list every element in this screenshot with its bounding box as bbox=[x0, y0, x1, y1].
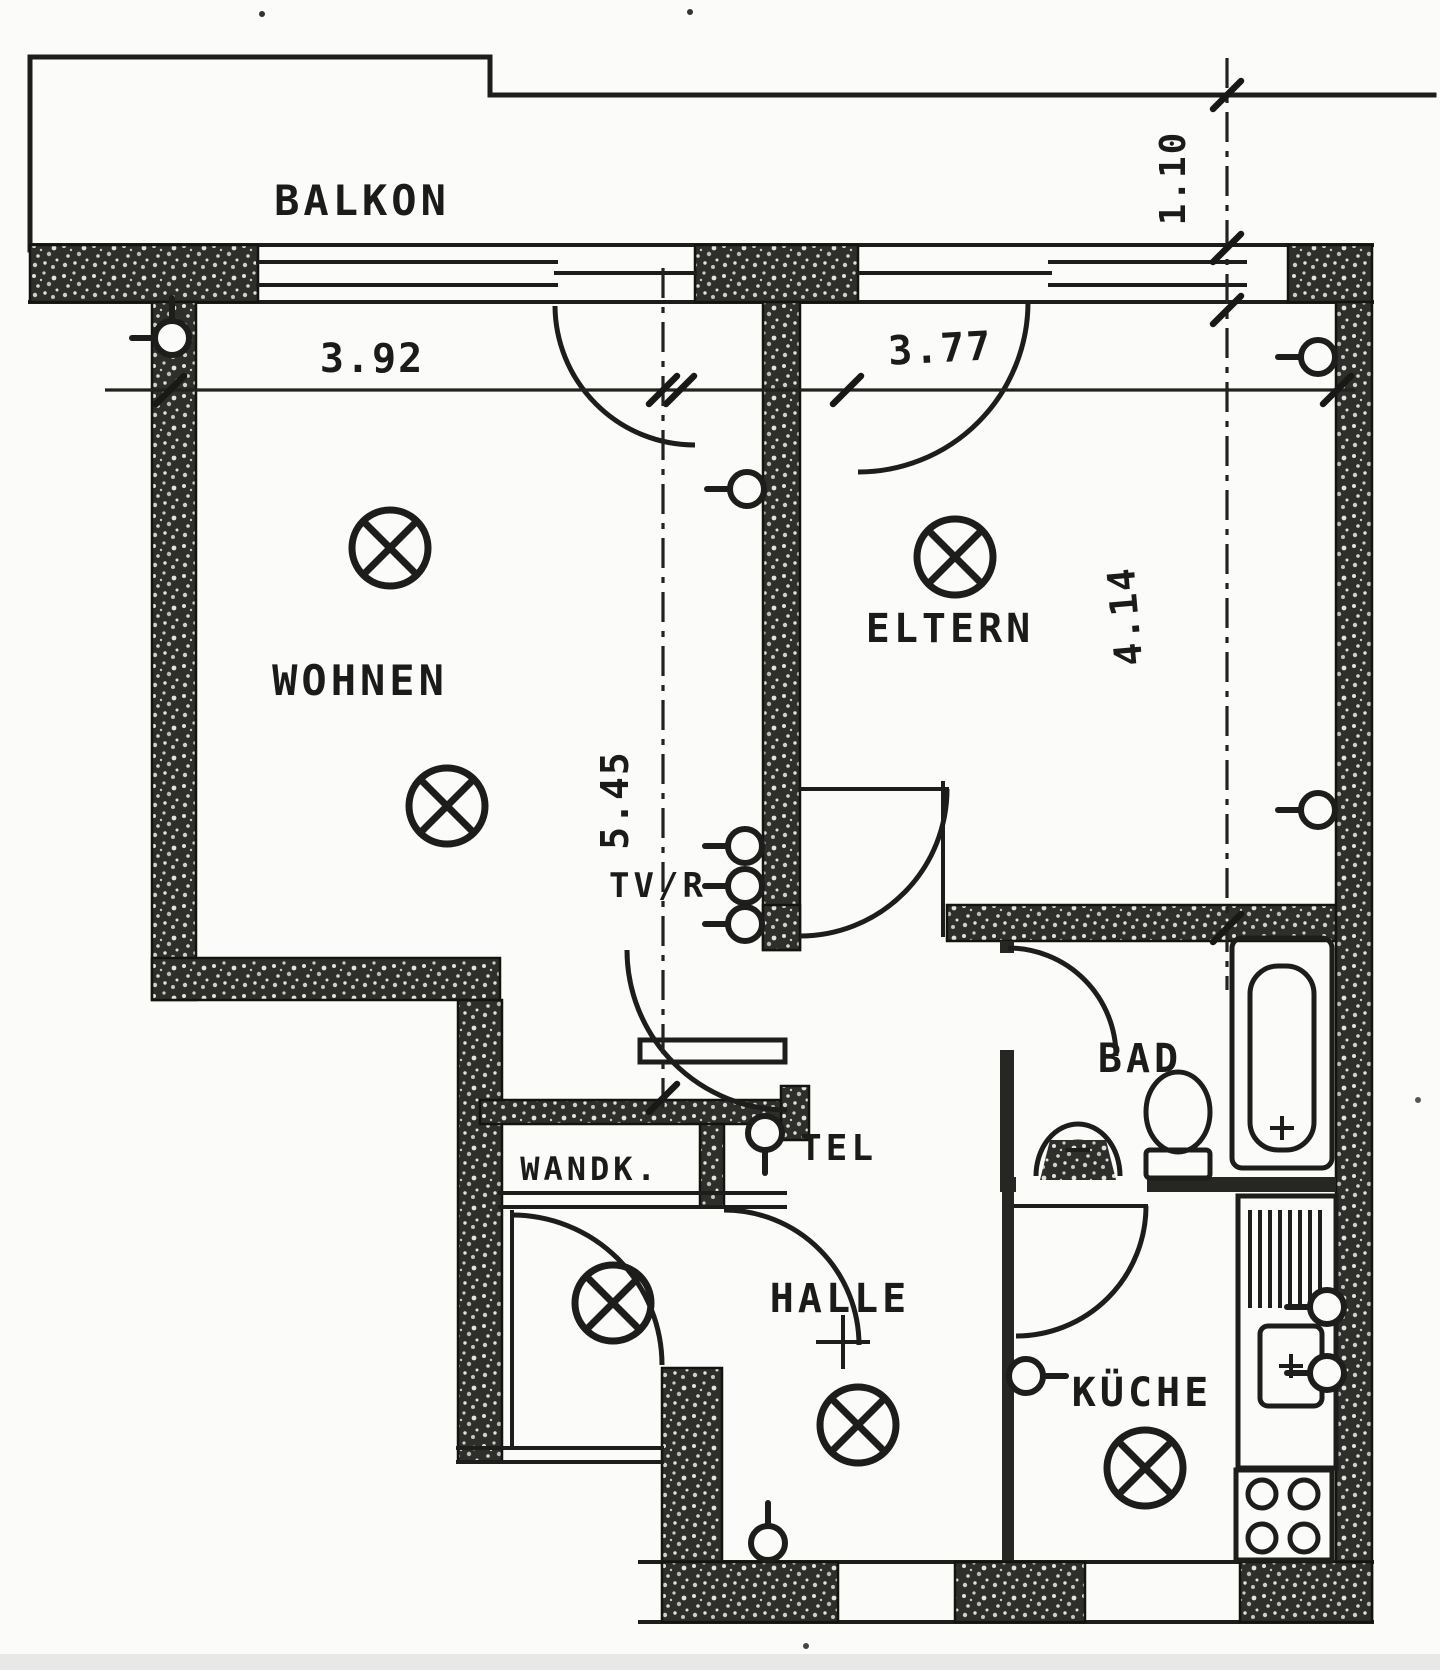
wall-pier bbox=[761, 903, 802, 952]
dimension-label-110: 1.10 bbox=[1153, 131, 1194, 226]
kitchen-counter bbox=[1235, 1193, 1344, 1471]
room-label-halle: HALLE bbox=[770, 1276, 910, 1322]
room-label-kueche: KÜCHE bbox=[1072, 1368, 1212, 1416]
bathtub-icon bbox=[1229, 935, 1335, 1171]
door-swing-arc-halle bbox=[723, 1207, 862, 1346]
door-sill-wohnen-halle bbox=[637, 1037, 788, 1065]
door-swing-arc-balcony-eltern bbox=[857, 301, 1031, 475]
wandk-closet-lines bbox=[456, 1191, 787, 1464]
wall-west-inner bbox=[456, 998, 504, 1464]
eltern-door-leaf bbox=[798, 781, 949, 937]
scan-speck bbox=[803, 1643, 809, 1649]
halle-center-mark bbox=[816, 1315, 870, 1369]
wall-wohnen-eltern bbox=[761, 300, 802, 952]
wall-wohnen-south bbox=[150, 956, 502, 1002]
stove-icon bbox=[1233, 1467, 1335, 1563]
dimension-line-wohnen-depth bbox=[645, 268, 681, 1116]
dimension-line-balcony-depth bbox=[1209, 58, 1245, 990]
wall-bad-south-b bbox=[1147, 1177, 1336, 1192]
room-label-wohnen: WOHNEN bbox=[272, 656, 448, 705]
kitchen-drainer-hatch bbox=[1248, 1210, 1322, 1308]
scan-speck bbox=[687, 9, 693, 15]
room-label-bad: BAD bbox=[1098, 1036, 1182, 1082]
door-swing-arc-bad bbox=[1007, 945, 1119, 1057]
room-label-eltern: ELTERN bbox=[866, 606, 1035, 652]
door-swing-arc-eltern bbox=[799, 788, 950, 939]
scan-speck bbox=[259, 11, 265, 17]
scan-speck bbox=[1415, 1097, 1421, 1103]
door-swing-arc-kueche bbox=[1015, 1205, 1149, 1339]
wall-eltern-south bbox=[945, 903, 1338, 943]
door-swing-arc-entry bbox=[511, 1212, 665, 1366]
dimension-label-392: 3.92 bbox=[320, 336, 424, 382]
exterior-wall-east bbox=[1334, 300, 1374, 1624]
dimension-label-545: 5.45 bbox=[593, 750, 637, 850]
exterior-wall-south bbox=[638, 1560, 1374, 1624]
wall-bad-west bbox=[1000, 1050, 1014, 1192]
room-label-tel: TEL bbox=[800, 1128, 877, 1169]
wall-halle-west bbox=[660, 1366, 724, 1566]
exterior-wall-north bbox=[28, 243, 1374, 304]
washbasin-icon bbox=[1033, 1121, 1123, 1180]
dimension-line-horizontal bbox=[105, 372, 1355, 408]
door-swing-arc-wohnen-halle bbox=[624, 949, 788, 1113]
wall-wandk-north bbox=[478, 1098, 787, 1126]
balcony-outline bbox=[27, 54, 1437, 253]
dimension-label-377: 3.77 bbox=[887, 323, 994, 374]
window-wohnen bbox=[256, 260, 558, 287]
room-label-balkon: BALKON bbox=[274, 176, 450, 225]
room-label-tvr: TV/R bbox=[609, 866, 707, 906]
room-label-wandk: WANDK. bbox=[520, 1150, 660, 1188]
washbasin-pedestal bbox=[1040, 1140, 1116, 1180]
scan-edge-strip bbox=[0, 1654, 1440, 1670]
dimension-label-414: 4.14 bbox=[1099, 565, 1152, 668]
exterior-wall-west bbox=[150, 300, 198, 1002]
wall-tel-pier bbox=[779, 1084, 811, 1142]
door-swing-arc-balcony-wohnen bbox=[552, 305, 696, 448]
wall-bad-south-a bbox=[1000, 1177, 1016, 1192]
toilet-icon bbox=[1143, 1069, 1213, 1181]
